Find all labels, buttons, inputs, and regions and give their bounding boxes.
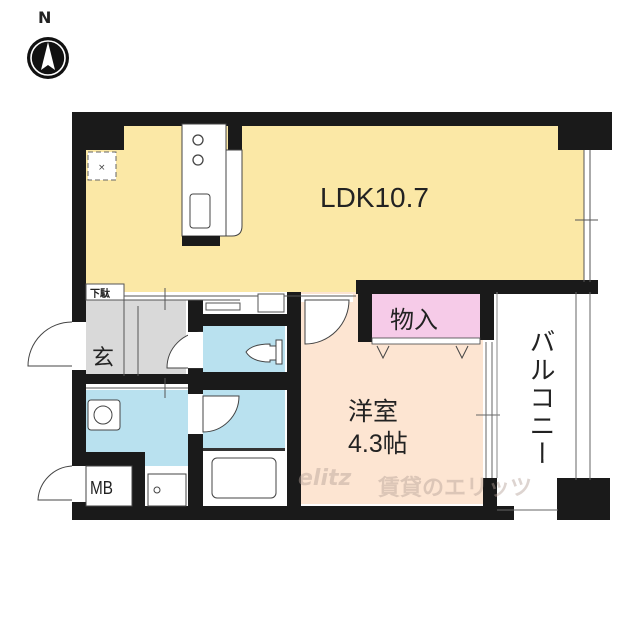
entrance-label: 玄 [92,346,115,371]
wall-top [72,112,612,126]
wall-mb-right [132,452,145,520]
wall-western-left [287,292,301,520]
wall-western-right-lower [483,478,497,520]
mb-door-gap [72,466,86,502]
meter-box-label: MB [90,478,113,498]
wall-ldk-bottom-right [356,280,598,294]
closet-label: 物入 [390,306,438,334]
wall-corner-tr [558,112,612,150]
closet-area-top [372,294,480,338]
wall-western-right [480,280,494,340]
watermark-logo: elitz [298,466,352,491]
north-arrow-icon [26,36,70,80]
ldk-label: LDK10.7 [320,182,429,213]
wall-toilet-bottom [188,372,300,390]
svg-text:×: × [98,163,106,173]
washroom-area-lower [145,452,188,466]
shoe-box-label: 下駄 [90,289,110,300]
wall-balcony-pillar [557,478,610,520]
compass-north-label: N [38,8,52,27]
wall-kitchen-pillar [228,124,242,152]
balcony-label: バルコニー [525,328,555,468]
ldk-area [86,124,584,292]
watermark-text: 賃貸のエリッツ [378,476,533,501]
wall-toilet-top [188,314,300,326]
wall-ldk-bottom-left [72,286,84,306]
wall-left [72,112,86,520]
western-room-size-label: 4.3帖 [348,430,408,458]
wall-mb-top [72,452,145,466]
wall-bath-divider [203,448,285,451]
wall-closet-left [358,280,372,342]
western-room-label: 洋室 [348,397,399,426]
wall-corner-tl [72,112,124,150]
wall-entrance-bottom [72,374,188,384]
entrance-door-gap [72,322,86,370]
